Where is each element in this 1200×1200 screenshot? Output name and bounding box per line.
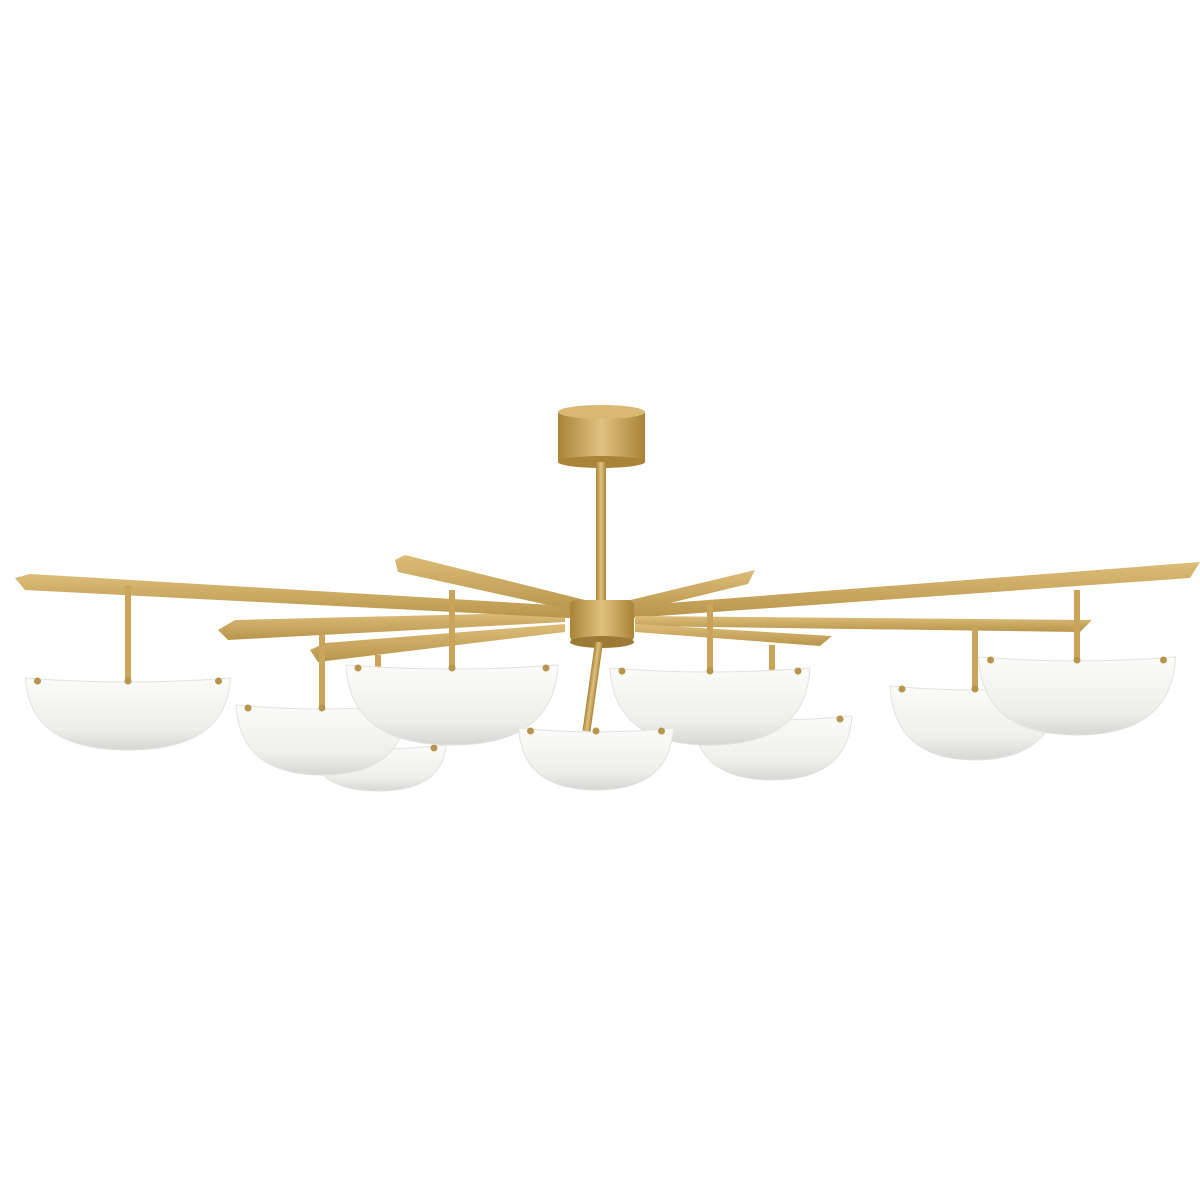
arm (630, 562, 1200, 618)
ceiling-canopy (558, 405, 645, 468)
shade-clip (244, 704, 252, 712)
shade-rod (125, 585, 131, 682)
shade-clip (542, 664, 550, 672)
arm (15, 574, 570, 618)
shade-clip (836, 715, 844, 723)
glass-shade (235, 704, 409, 776)
glass-shade (609, 667, 811, 746)
glass-shade (977, 656, 1177, 736)
shade-rod (319, 635, 325, 709)
shade-clip (124, 677, 132, 685)
center-rod (582, 641, 603, 732)
arms (15, 555, 1200, 662)
shade-rod (972, 628, 978, 690)
arm (310, 624, 565, 662)
arm (622, 570, 755, 614)
shade-clip (1073, 656, 1081, 664)
shade-clip (430, 744, 438, 752)
shade-rod (707, 600, 713, 672)
arm (395, 555, 585, 612)
shade-clip (987, 656, 994, 664)
glass-shade (345, 664, 559, 746)
downrod (596, 462, 606, 602)
shade-clip (215, 677, 222, 685)
shade-clip (448, 664, 456, 672)
shade-rod (1074, 590, 1080, 661)
shade-clip (527, 727, 534, 735)
shade-clip (592, 727, 600, 735)
shade-clip (1160, 656, 1167, 664)
glass-shade (517, 727, 675, 791)
shade-clip (898, 685, 906, 693)
shade-clip (706, 667, 714, 675)
glass-shade (24, 677, 232, 751)
shade-clip (34, 677, 41, 685)
arm (635, 624, 832, 646)
center-hub (570, 600, 634, 648)
shade-clip (658, 727, 665, 735)
shade-clip (618, 667, 626, 675)
shade-clip (318, 704, 326, 712)
shade-rod (449, 590, 455, 669)
shade-clip (794, 667, 802, 675)
shade-clip (354, 664, 362, 672)
arm (218, 612, 565, 640)
shade-clip (971, 685, 979, 693)
